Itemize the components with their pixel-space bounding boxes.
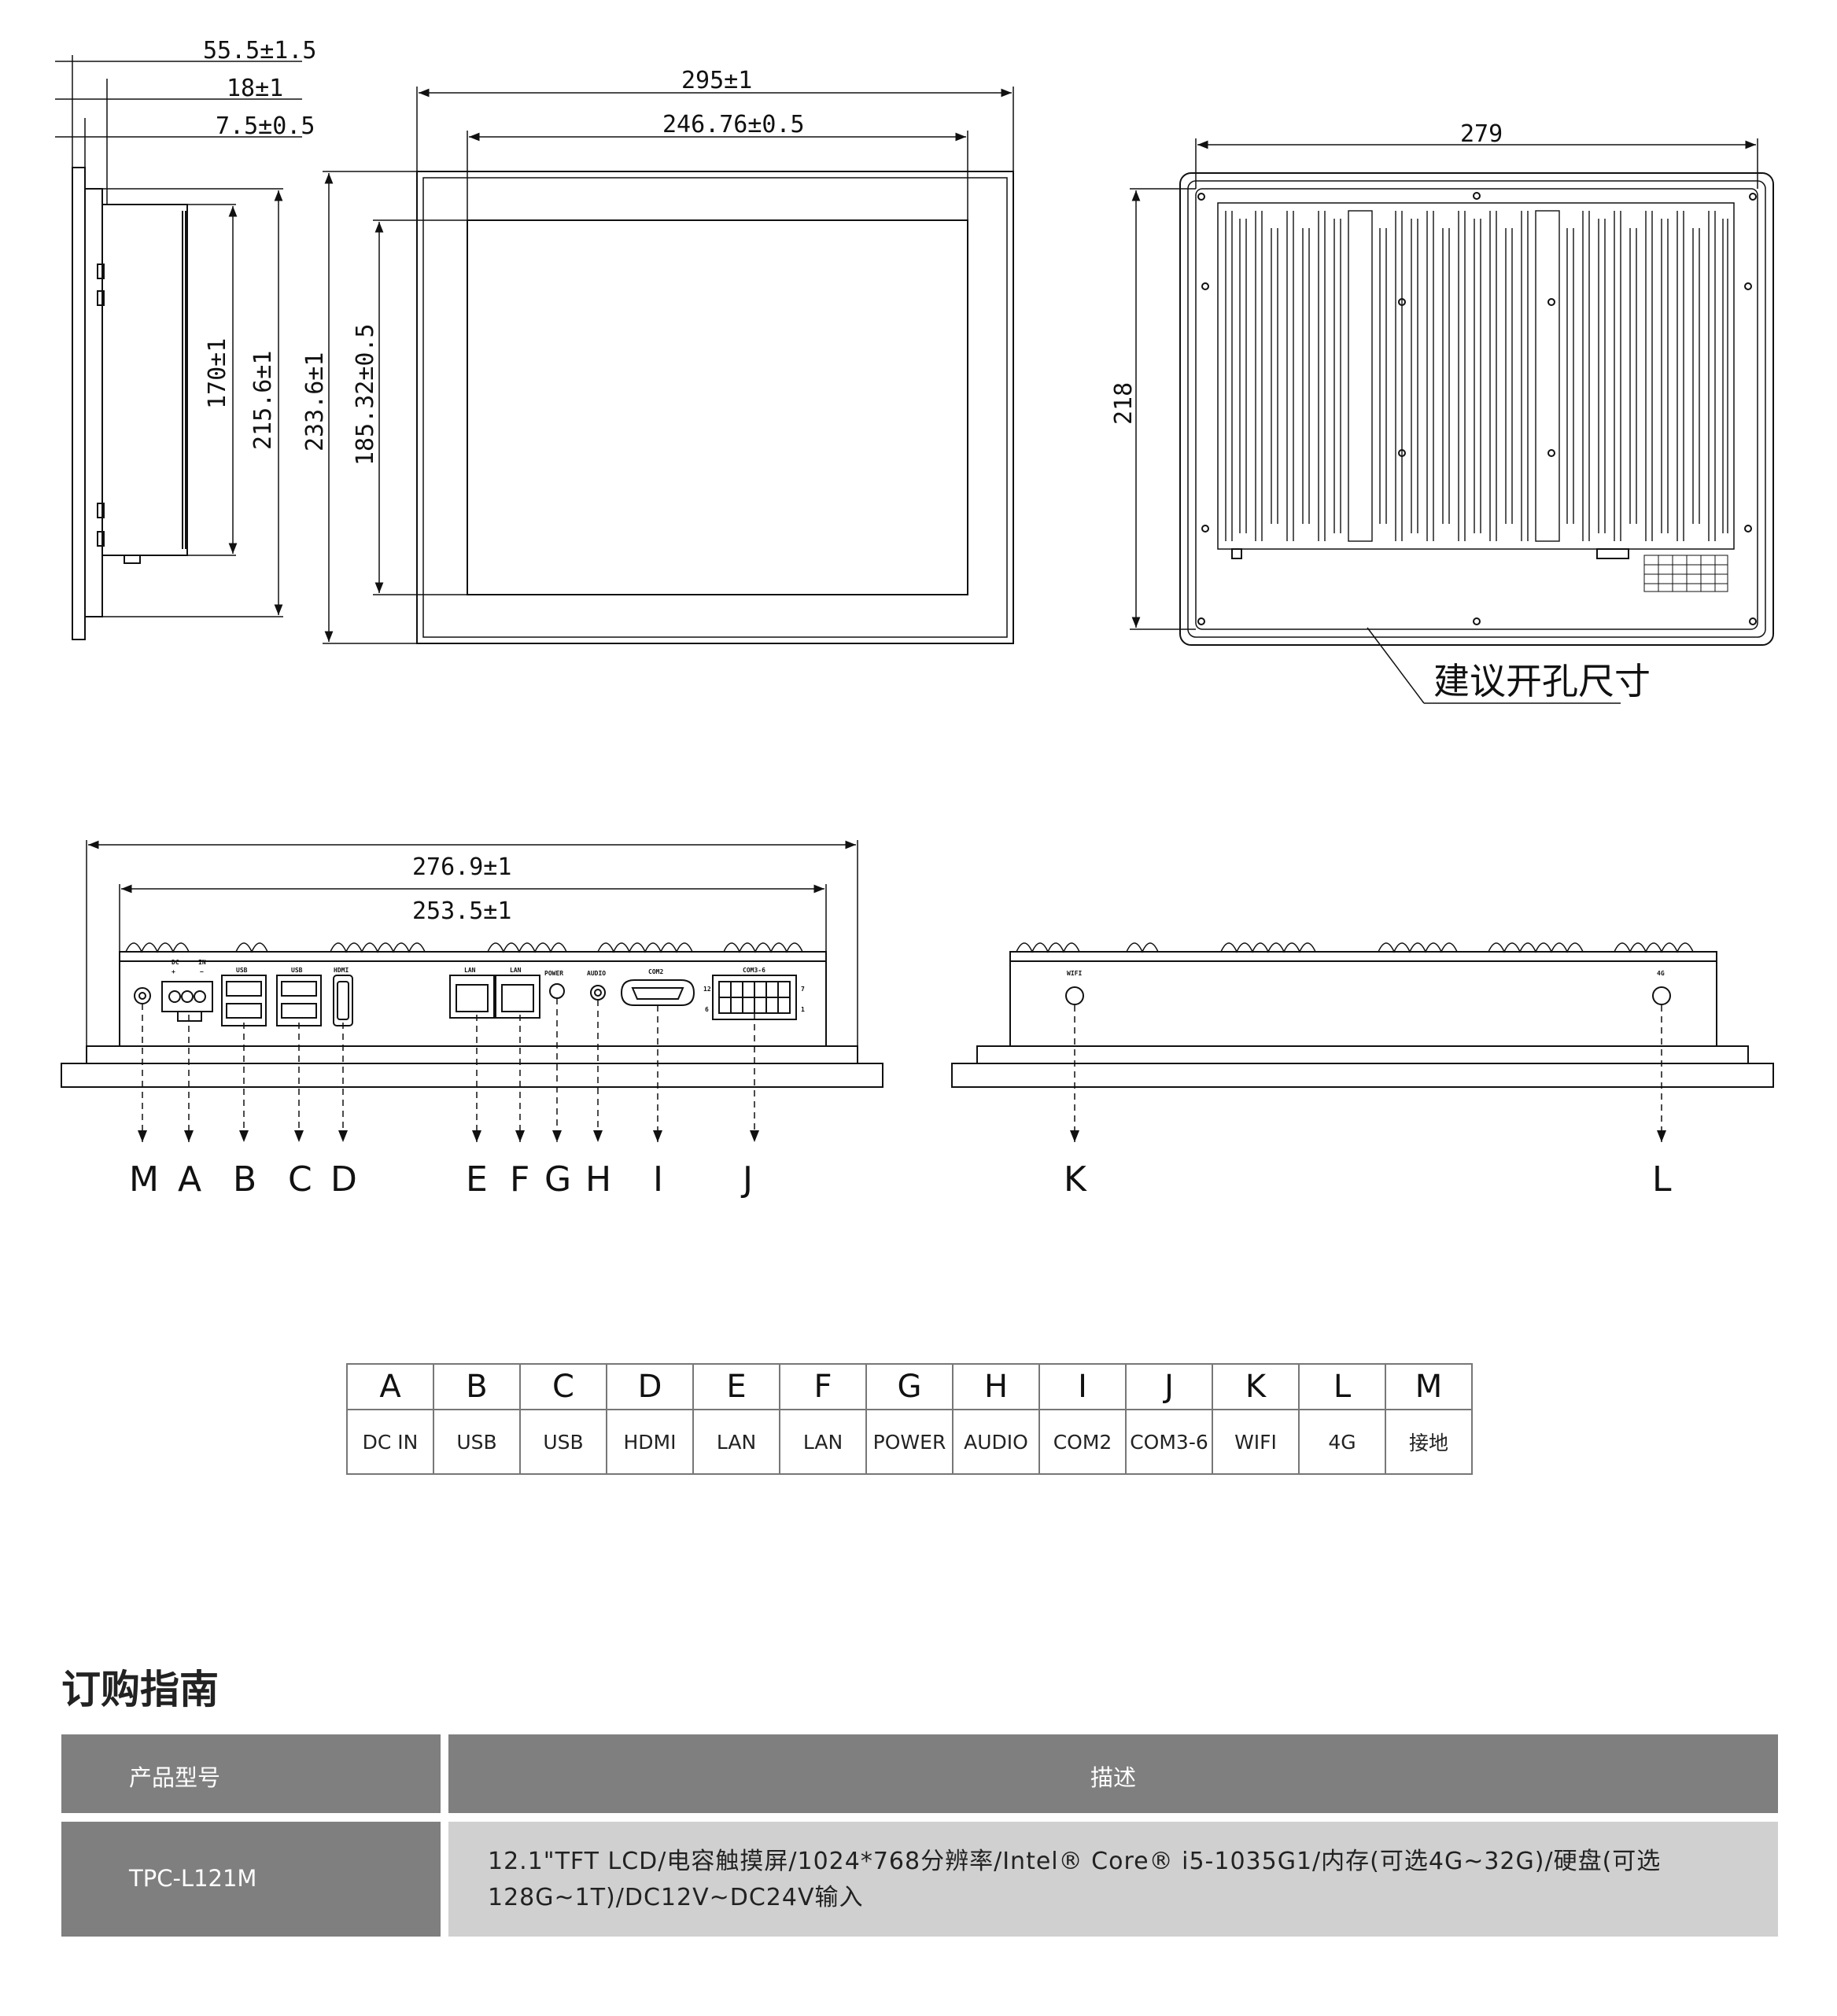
callout-k: K	[1064, 1159, 1087, 1200]
callout-d: D	[330, 1159, 357, 1200]
legend-desc: 4G	[1298, 1409, 1386, 1475]
callout-m: M	[129, 1159, 159, 1200]
silk-power: POWER	[544, 970, 563, 977]
legend-desc: COM2	[1038, 1409, 1127, 1475]
legend-desc: 接地	[1385, 1409, 1473, 1475]
silk-pin1: 1	[801, 1006, 805, 1013]
silk-audio: AUDIO	[587, 970, 606, 977]
callout-a: A	[178, 1159, 201, 1200]
dim-cutout-height: 218	[1110, 382, 1138, 425]
dim-bottom-outer: 276.9±1	[412, 853, 511, 881]
callout-leaders-left	[138, 998, 759, 1142]
silk-pin6: 6	[705, 1006, 709, 1013]
dim-side-height: 215.6±1	[249, 351, 277, 450]
callout-f: F	[510, 1159, 529, 1200]
silk-usb2: USB	[291, 967, 303, 974]
dim-front-view-height: 185.32±0.5	[352, 323, 379, 466]
silk-4g: 4G	[1657, 970, 1665, 977]
rear-view	[1130, 138, 1774, 704]
legend-letter: C	[519, 1363, 607, 1410]
ordering-guide-title: 订购指南	[61, 1667, 219, 1712]
legend-desc: COM3-6	[1125, 1409, 1213, 1475]
legend-letter: J	[1125, 1363, 1213, 1410]
ordering-desc: 12.1"TFT LCD/电容触摸屏/1024*768分辨率/Intel® Co…	[488, 1848, 1662, 1911]
dim-side-depth-total: 55.5±1.5	[203, 37, 317, 64]
callout-b: B	[233, 1159, 256, 1200]
silk-dc: DC	[172, 959, 179, 966]
callout-leaders-right	[1070, 1005, 1666, 1142]
legend-letter: B	[433, 1363, 521, 1410]
dim-front-height: 233.6±1	[301, 352, 329, 451]
silk-wifi: WIFI	[1067, 970, 1082, 977]
legend-letter: M	[1385, 1363, 1473, 1410]
callout-l: L	[1652, 1159, 1672, 1200]
dim-front-view-width: 246.76±0.5	[662, 111, 805, 138]
callout-h: H	[585, 1159, 611, 1200]
antenna-top-view	[951, 942, 1774, 1088]
ordering-model: TPC-L121M	[129, 1865, 257, 1892]
legend-desc: HDMI	[606, 1409, 694, 1475]
silk-lan2: LAN	[510, 967, 522, 974]
legend-letter: L	[1298, 1363, 1386, 1410]
ordering-header-model: 产品型号	[129, 1764, 221, 1791]
callout-j: J	[740, 1159, 753, 1200]
callout-g: G	[544, 1159, 571, 1200]
ordering-model-cell: TPC-L121M	[61, 1822, 441, 1937]
legend-letter: K	[1212, 1363, 1300, 1410]
side-view	[55, 55, 302, 640]
callout-c: C	[288, 1159, 312, 1200]
port-legend-descriptions: DC IN USB USB HDMI LAN LAN POWER AUDIO C…	[346, 1409, 1473, 1475]
legend-desc: WIFI	[1212, 1409, 1300, 1475]
legend-letter: I	[1038, 1363, 1127, 1410]
legend-desc: DC IN	[346, 1409, 434, 1475]
cutout-note: 建议开孔尺寸	[1433, 660, 1651, 702]
silk-com36: COM3-6	[743, 967, 765, 974]
silk-pin12: 12	[703, 986, 711, 993]
silk-lan1: LAN	[464, 967, 476, 974]
legend-desc: POWER	[865, 1409, 954, 1475]
callout-i: I	[653, 1159, 663, 1200]
silk-pin7: 7	[801, 986, 805, 993]
ordering-header-desc-cell: 描述	[448, 1734, 1778, 1813]
silk-plus: +	[172, 968, 175, 975]
legend-desc: LAN	[692, 1409, 780, 1475]
dim-cutout-width: 279	[1460, 120, 1503, 148]
legend-letter: H	[952, 1363, 1040, 1410]
silk-hdmi: HDMI	[334, 967, 349, 974]
dim-bottom-inner: 253.5±1	[412, 897, 511, 925]
silk-minus: −	[200, 968, 204, 975]
legend-letter: F	[779, 1363, 867, 1410]
dim-side-body-depth: 18±1	[227, 75, 283, 102]
front-view	[323, 87, 1014, 644]
ordering-header-model-cell: 产品型号	[61, 1734, 441, 1813]
legend-desc: AUDIO	[952, 1409, 1040, 1475]
dim-side-inner-height: 170±1	[204, 338, 231, 409]
ordering-header-desc: 描述	[1090, 1764, 1136, 1791]
legend-desc: LAN	[779, 1409, 867, 1475]
io-bottom-view	[61, 840, 883, 1088]
silk-in: IN	[198, 959, 206, 966]
callout-e: E	[466, 1159, 488, 1200]
port-legend-table: A B C D E F G H I J K L M DC IN USB USB …	[346, 1363, 1473, 1475]
legend-letter: A	[346, 1363, 434, 1410]
legend-letter: D	[606, 1363, 694, 1410]
legend-letter: G	[865, 1363, 954, 1410]
dim-side-bezel-depth: 7.5±0.5	[216, 112, 315, 140]
dim-front-width: 295±1	[681, 67, 752, 94]
silk-com2: COM2	[648, 968, 663, 975]
legend-letter: E	[692, 1363, 780, 1410]
silk-usb1: USB	[236, 967, 248, 974]
legend-desc: USB	[433, 1409, 521, 1475]
legend-desc: USB	[519, 1409, 607, 1475]
ordering-desc-cell: 12.1"TFT LCD/电容触摸屏/1024*768分辨率/Intel® Co…	[448, 1822, 1778, 1937]
port-legend-letters: A B C D E F G H I J K L M	[346, 1363, 1473, 1410]
